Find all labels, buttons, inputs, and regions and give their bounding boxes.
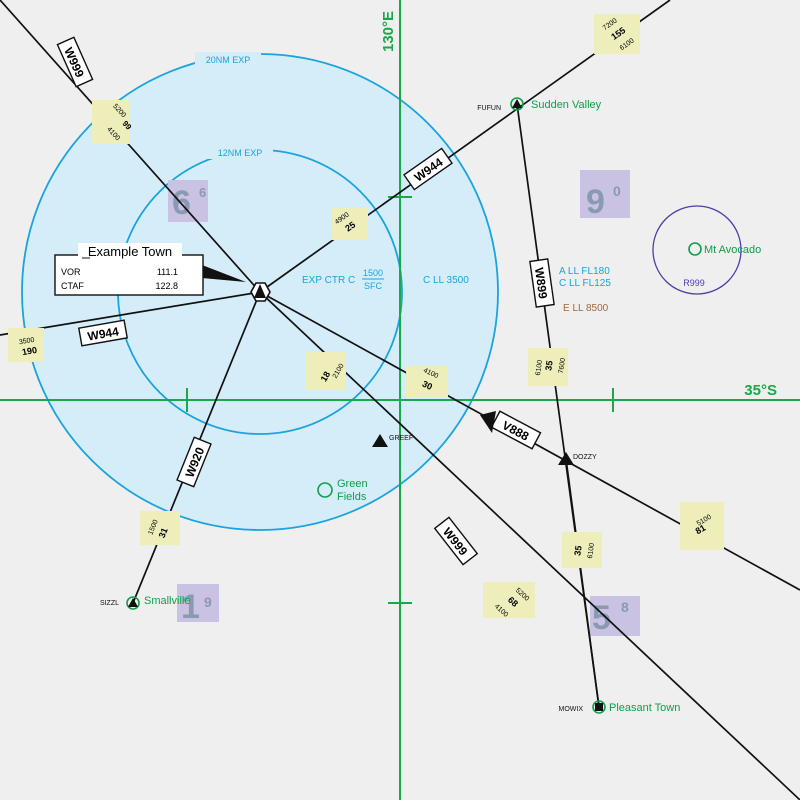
svg-text:35: 35 [572, 545, 583, 556]
svg-text:9: 9 [586, 183, 605, 221]
greef-waypoint-icon [372, 434, 388, 447]
grid-mora-90: 9 0 [580, 170, 630, 221]
svg-text:25: 25 [343, 220, 357, 234]
vor-freq-value: 111.1 [157, 267, 178, 277]
svg-text:35: 35 [543, 360, 554, 371]
mea-box-99: 99 5200 4100 [92, 100, 134, 144]
class-c-upper-label: C LL FL125 [559, 278, 611, 289]
svg-text:30: 30 [421, 379, 434, 392]
v888-direction-icon [480, 411, 496, 433]
dozzy-waypoint-icon [558, 452, 574, 465]
vor-freq-label: VOR [61, 267, 81, 277]
svg-text:W899: W899 [532, 267, 550, 300]
vor-info-box: Example Town VOR 111.1 CTAF 122.8 [54, 243, 204, 296]
smallville-town: Smallville SIZZL [100, 595, 190, 610]
route-line-south [565, 458, 600, 708]
grid-mora-66: 6 6 [168, 180, 208, 222]
mea-box-25: 25 4900 [332, 208, 368, 240]
svg-text:FUFUN: FUFUN [477, 105, 501, 112]
restricted-area-boundary [652, 205, 742, 295]
mea-box-35-north: 35 6100 7600 [528, 348, 568, 386]
mea-box-68: 68 5200 4100 [483, 582, 535, 619]
meridian-label: 130°E [380, 11, 397, 52]
svg-text:18: 18 [319, 370, 333, 384]
svg-text:1: 1 [181, 588, 200, 626]
town-icon [317, 482, 333, 498]
town-icon [592, 700, 606, 714]
mea-box-190: 190 3500 [8, 328, 44, 362]
town-icon [510, 97, 524, 111]
parallel-label: 35°S [744, 382, 777, 399]
svg-text:EXP CTR C: EXP CTR C [302, 275, 355, 286]
restricted-area-id: R999 [683, 278, 705, 288]
outer-airspace-label: 20NM EXP [206, 55, 251, 65]
svg-text:0: 0 [613, 183, 621, 199]
outer-label-gap [195, 52, 261, 66]
route-line-w999-nw [0, 0, 261, 293]
svg-text:Smallville: Smallville [144, 595, 190, 607]
svg-text:MOWIX: MOWIX [559, 706, 584, 713]
svg-text:6100: 6100 [535, 359, 544, 376]
route-label-w944-w: W944 [77, 319, 129, 347]
mea-box-18: 18 2100 [306, 352, 346, 390]
svg-text:7600: 7600 [558, 357, 567, 374]
mea-box-81: 81 5100 [680, 502, 724, 550]
svg-text:81: 81 [694, 523, 708, 537]
ctaf-freq-value: 122.8 [155, 281, 178, 291]
mea-box-31: 31 1500 [140, 511, 180, 545]
vor-box-pointer-icon [202, 265, 246, 282]
sizzl-waypoint-icon [128, 598, 138, 607]
mowix-waypoint-icon [595, 703, 603, 711]
greef-label: GREEF [389, 435, 413, 442]
svg-text:9: 9 [204, 594, 212, 610]
svg-text:SIZZL: SIZZL [100, 600, 119, 607]
mt-avocado-icon [688, 242, 702, 256]
svg-text:6: 6 [199, 185, 206, 200]
svg-text:SFC: SFC [364, 281, 383, 291]
sudden-valley-town: Sudden Valley FUFUN [477, 97, 602, 112]
svg-text:3500: 3500 [18, 337, 35, 347]
town-icon [126, 596, 140, 610]
vor-box-title: Example Town [88, 244, 172, 259]
grid-mora-19: 1 9 [177, 584, 219, 626]
class-e-label: E LL 8500 [563, 303, 609, 314]
vor-station-icon [250, 282, 271, 302]
svg-text:5: 5 [592, 599, 611, 637]
svg-text:Pleasant Town: Pleasant Town [609, 702, 680, 714]
route-line-w944-w [0, 291, 261, 336]
svg-text:Sudden Valley: Sudden Valley [531, 99, 602, 111]
mea-box-30: 30 4100 [406, 366, 448, 398]
svg-text:68: 68 [506, 595, 520, 609]
svg-text:190: 190 [21, 345, 38, 357]
class-a-label: A LL FL180 [559, 266, 610, 277]
route-line-w999-se [259, 291, 800, 800]
inner-airspace-label: 12NM EXP [218, 148, 263, 158]
mea-box-155: 155 7200 6100 [594, 14, 640, 54]
ctr-label: EXP CTR C 1500 SFC [302, 268, 384, 291]
svg-text:31: 31 [157, 526, 170, 539]
mea-box-35-south: 35 6100 [562, 532, 602, 568]
fufun-waypoint-icon [512, 99, 522, 108]
mt-avocado-label: Mt Avocado [704, 244, 761, 256]
dozzy-label: DOZZY [573, 454, 597, 461]
inner-label-gap [207, 145, 273, 159]
route-label-w899: W899 [529, 258, 555, 308]
grid-mora-58: 5 8 [590, 596, 640, 637]
svg-text:6100: 6100 [587, 542, 596, 559]
class-c-label: C LL 3500 [423, 275, 469, 286]
pleasant-town: Pleasant Town MOWIX [559, 700, 680, 714]
svg-text:W944: W944 [87, 324, 121, 343]
svg-text:8: 8 [621, 599, 629, 615]
svg-text:1500: 1500 [363, 268, 383, 278]
ctaf-freq-label: CTAF [61, 281, 84, 291]
